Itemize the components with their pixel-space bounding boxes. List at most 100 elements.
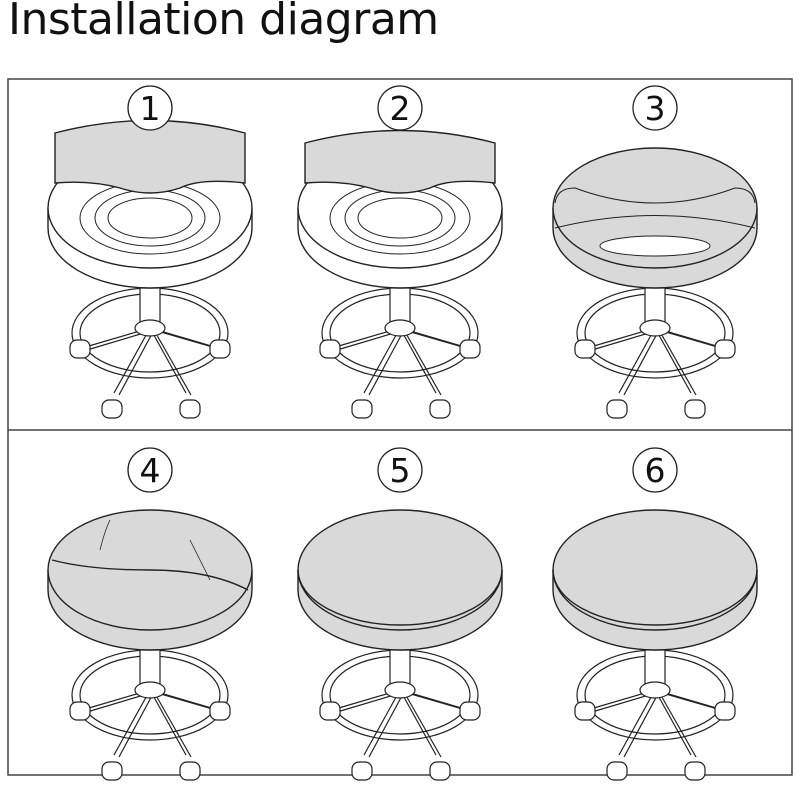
leg [149,689,187,756]
caster-wheel [684,399,706,419]
cover-edge [51,559,249,591]
hub [639,319,671,337]
cover-wrinkle [99,519,211,581]
caster-wheel [606,761,628,781]
leg [363,689,401,756]
caster-wheel [429,761,451,781]
step-5: 5 [297,447,503,781]
seat [297,129,503,289]
step-number: 2 [390,89,411,128]
cover-edge [554,215,756,229]
step-number-circle [377,85,423,131]
seat-contour [107,197,193,239]
leg-edge [118,329,155,396]
leg-edge [368,691,405,758]
caster-wheel [714,339,736,359]
caster-wheel [319,339,341,359]
caster-wheel [69,701,91,721]
step-2: 2 [297,85,503,419]
step-number-circle [632,447,678,493]
leg [654,327,692,394]
stool-base [69,649,231,781]
leg [618,327,656,394]
seat-top [297,509,503,631]
caster-wheel [429,399,451,419]
leg [149,327,187,394]
seat-top [552,147,758,269]
caster-wheel [209,701,231,721]
caster-wheel [459,339,481,359]
frame [7,78,793,776]
step-3: 3 [552,85,758,419]
caster-wheel [574,701,596,721]
leg-edge [368,329,405,396]
exposed-seat [599,235,711,257]
step-number: 1 [140,89,161,128]
caster-wheel [714,701,736,721]
seat [552,147,758,289]
caster-wheel [209,339,231,359]
step-number: 5 [390,451,411,490]
leg-edge [153,329,192,396]
leg [113,327,151,394]
hub [384,681,416,699]
stool-base [69,287,231,419]
caster-wheel [606,399,628,419]
cover-fold [554,187,756,204]
leg-edge [153,691,192,758]
step-number-circle [127,447,173,493]
leg-edge [403,691,442,758]
seat [552,509,758,651]
leg-edge [403,329,442,396]
hub [134,681,166,699]
diagram-title: Installation diagram [8,0,439,45]
caster-wheel [69,339,91,359]
step-number: 6 [645,451,666,490]
stool-base [319,287,481,419]
caster-wheel [101,399,123,419]
leg-edge [623,691,660,758]
hub [639,681,671,699]
caster-wheel [684,761,706,781]
caster-wheel [459,701,481,721]
caster-wheel [574,339,596,359]
leg [113,689,151,756]
seat [47,509,253,651]
step-number-circle [377,447,423,493]
step-number-circle [632,85,678,131]
step-4: 4 [47,447,253,781]
step-number: 4 [140,451,161,490]
seat [47,119,253,289]
caster-wheel [351,761,373,781]
leg-edge [658,691,697,758]
seat [297,509,503,651]
seat-top [552,509,758,631]
caster-wheel [101,761,123,781]
step-number-circle [127,85,173,131]
step-6: 6 [552,447,758,781]
step-1: 1 [47,85,253,419]
stool-base [574,287,736,419]
caster-wheel [179,761,201,781]
seat-contour [357,197,443,239]
hub [134,319,166,337]
hub [384,319,416,337]
seat-rim [552,569,758,626]
leg [654,689,692,756]
step-number: 3 [645,89,666,128]
leg [363,327,401,394]
seat-rim [297,569,503,626]
stool-base [574,649,736,781]
leg [618,689,656,756]
leg [399,689,437,756]
leg-edge [118,691,155,758]
stool-base [319,649,481,781]
caster-wheel [351,399,373,419]
leg-edge [623,329,660,396]
leg [399,327,437,394]
caster-wheel [319,701,341,721]
seat-cover [304,129,496,194]
leg-edge [658,329,697,396]
